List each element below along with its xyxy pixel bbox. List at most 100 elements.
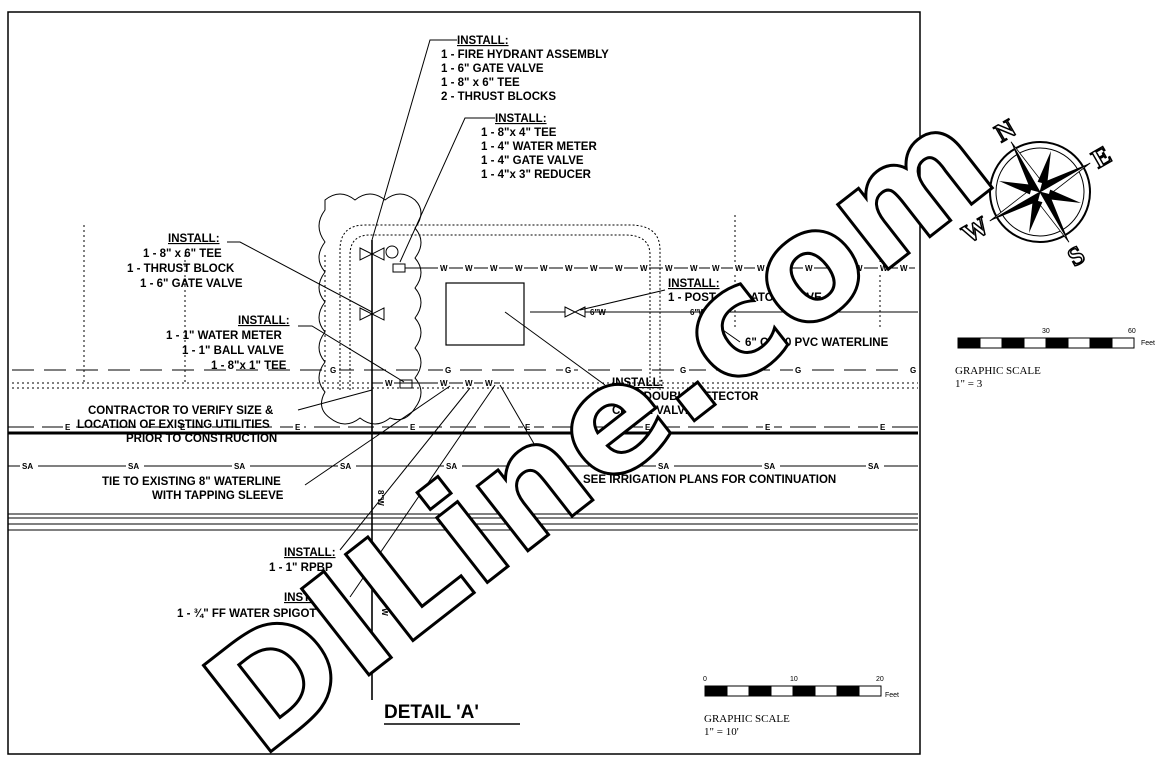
water-tag-bg <box>463 377 474 387</box>
water-tag: W <box>780 264 788 273</box>
scale-large-tick-60: 60 <box>1128 328 1136 335</box>
water-tag-bg <box>513 262 524 272</box>
scale-large-unit: Feet <box>1141 340 1155 347</box>
callout-rpbp-line-1: 1 - 1" RPBP <box>269 562 333 574</box>
water-tag-bg <box>663 262 674 272</box>
callout-meter4-line-4: 1 - 4"x 3" REDUCER <box>481 169 592 181</box>
six-inch-w-tag-3: 6"W <box>810 308 826 317</box>
callout-rpbp: INSTALL: 1 - 1" RPBP <box>269 547 336 574</box>
scale-large-segment <box>1023 337 1047 349</box>
callout-meter1-heading: INSTALL: <box>238 315 290 327</box>
electric-tag: E <box>765 423 771 432</box>
scale-small-tick-0: 0 <box>703 676 707 683</box>
property-lines <box>12 215 918 389</box>
callout-hydrant-line-4: 2 - THRUST BLOCKS <box>441 91 556 103</box>
note-contractor-line-1: CONTRACTOR TO VERIFY SIZE & <box>88 405 273 417</box>
gas-tag: G <box>680 366 686 375</box>
sanitary-tag: SA <box>552 462 563 471</box>
electric-tag: E <box>180 423 186 432</box>
water-tag-bg <box>613 262 624 272</box>
detail-title: DETAIL 'A' <box>384 702 479 723</box>
gas-tag-bg <box>443 364 454 374</box>
leader-lines <box>227 39 741 598</box>
callout-piv: INSTALL: 1 - POST INDICATOR VALVE <box>668 278 822 304</box>
gas-tag-bg <box>328 364 339 374</box>
water-tag-bg <box>853 262 864 272</box>
water-tag: W <box>485 379 493 388</box>
callout-meter1-line-2: 1 - 1" BALL VALVE <box>182 345 284 357</box>
water-tag: W <box>540 264 548 273</box>
sanitary-tag-bg <box>656 460 674 470</box>
scale-small-segment <box>770 685 794 697</box>
electric-tag: E <box>65 423 71 432</box>
sanitary-tag: SA <box>868 462 879 471</box>
gas-tag: G <box>910 366 916 375</box>
vertical-main-tag-1: 8"W <box>376 490 385 506</box>
scale-large-segment <box>1001 337 1025 349</box>
callout-ddc: INSTALL: 1 - 6" DOUBLE DETECTOR CHECK VA… <box>612 377 759 417</box>
water-tag: W <box>690 264 698 273</box>
water-tag-bg <box>878 262 889 272</box>
riser-room-box <box>445 282 525 346</box>
water-tag-bg <box>438 377 449 387</box>
electric-tag-bg <box>178 421 189 431</box>
electric-tag: E <box>880 423 886 432</box>
electric-tag-bg <box>293 421 304 431</box>
gas-tag-bg <box>563 364 574 374</box>
note-tie-line-2: WITH TAPPING SLEEVE <box>152 490 284 502</box>
note-tie: TIE TO EXISTING 8" WATERLINE WITH TAPPIN… <box>102 476 284 502</box>
water-tag: W <box>515 264 523 273</box>
gas-tag-bg <box>678 364 689 374</box>
six-inch-w-tag-1: 6"W <box>590 308 606 317</box>
callout-tee86-line-3: 1 - 6" GATE VALVE <box>140 278 243 290</box>
scale-small-ratio: 1" = 10' <box>704 726 739 738</box>
electric-tag: E <box>525 423 531 432</box>
callout-spigot-line-1: 1 - ¾" FF WATER SPIGOT <box>177 608 316 620</box>
electric-tag: E <box>295 423 301 432</box>
water-tag-bg <box>563 262 574 272</box>
scale-small-segment <box>858 685 882 697</box>
water-tag-bg <box>710 262 721 272</box>
water-tag-bg <box>383 377 394 387</box>
callout-piv-heading: INSTALL: <box>668 278 720 290</box>
watermark: DILine.com <box>175 72 1024 761</box>
scale-large-segment <box>1045 337 1069 349</box>
water-tag: W <box>757 264 765 273</box>
valve-symbols <box>359 245 413 389</box>
note-contractor-line-3: PRIOR TO CONSTRUCTION <box>126 433 277 445</box>
electric-tag-bg <box>763 421 774 431</box>
water-tag-bg <box>778 262 789 272</box>
water-tag-bg <box>733 262 744 272</box>
callout-meter4-line-1: 1 - 8"x 4" TEE <box>481 127 557 139</box>
gas-tag: G <box>565 366 571 375</box>
water-tag-bg <box>488 262 499 272</box>
callout-meter1: INSTALL: 1 - 1" WATER METER 1 - 1" BALL … <box>166 315 290 372</box>
callout-hydrant-line-2: 1 - 6" GATE VALVE <box>441 63 544 75</box>
gas-tag: G <box>795 366 801 375</box>
compass-south: S <box>1063 240 1090 272</box>
callout-meter4-line-2: 1 - 4" WATER METER <box>481 141 597 153</box>
compass-east: E <box>1087 140 1117 174</box>
scale-small-segment <box>814 685 838 697</box>
scale-small-label: GRAPHIC SCALE <box>704 713 790 725</box>
scale-large-ratio: 1" = 3 <box>955 378 983 390</box>
water-tag-bg <box>828 262 839 272</box>
sanitary-tag-bg <box>550 460 568 470</box>
sanitary-tag: SA <box>658 462 669 471</box>
sanitary-tag-bg <box>338 460 356 470</box>
callout-ddc-line-1: 1 - 6" DOUBLE DETECTOR <box>612 391 759 403</box>
sanitary-tag: SA <box>234 462 245 471</box>
water-tag: W <box>735 264 743 273</box>
callout-hydrant: INSTALL: 1 - FIRE HYDRANT ASSEMBLY 1 - 6… <box>441 35 609 103</box>
callout-meter4-heading: INSTALL: <box>495 113 547 125</box>
water-tag: W <box>385 379 393 388</box>
note-contractor-line-2: LOCATION OF EXISTING UTILITIES <box>77 419 270 431</box>
water-tag: W <box>880 264 888 273</box>
sanitary-tag-bg <box>20 460 38 470</box>
callout-hydrant-line-3: 1 - 8" x 6" TEE <box>441 77 520 89</box>
